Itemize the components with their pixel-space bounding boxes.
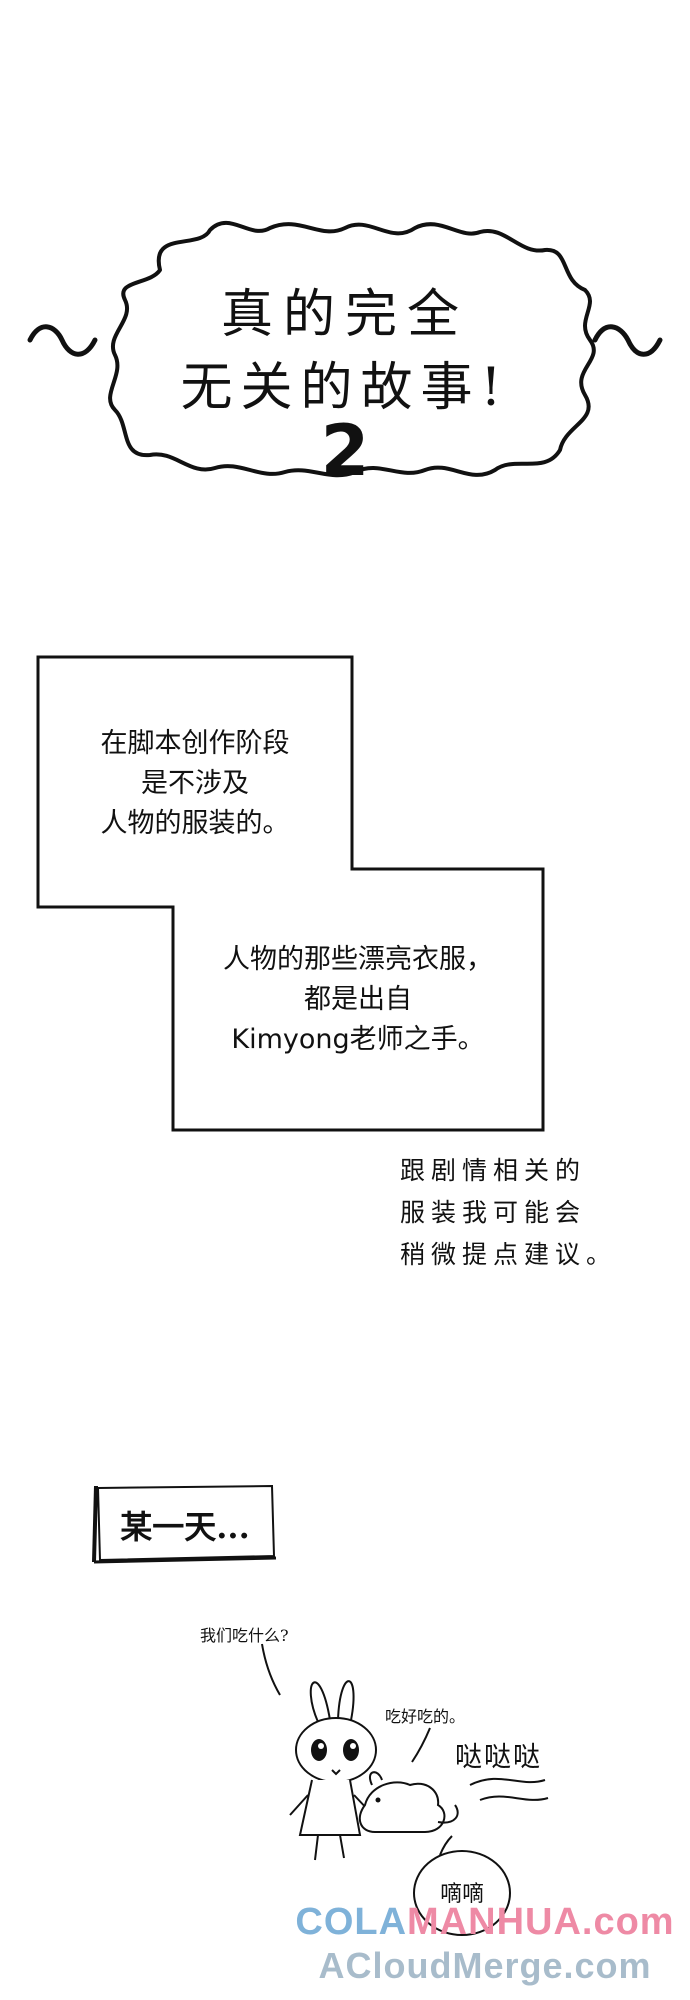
day-label: 某一天... [120, 1508, 250, 1546]
comic-doodle [261, 1643, 549, 1936]
caption-line: 是不涉及 [141, 768, 249, 799]
side-note-line: 跟剧情相关的 [400, 1156, 587, 1185]
caption-text-1: 在脚本创作阶段 是不涉及 人物的服装的。 [38, 724, 352, 844]
caption-line: 都是出自 [304, 984, 412, 1015]
watermark-line-1: COLAMANHUA.com [285, 1900, 685, 1944]
speech-rabbit: 我们吃什么? [200, 1626, 289, 1645]
speech-mouse: 吃好吃的。 [385, 1707, 466, 1726]
caption-line: 在脚本创作阶段 [100, 728, 290, 759]
watermark-line-2: ACloudMerge.com [318, 1945, 652, 1986]
sfx-bubble-text: 嘀嘀 [439, 1882, 484, 1907]
title-number: 2 [320, 410, 370, 492]
title-line-1: 真的完全 [220, 285, 469, 345]
caption-line: Kimyong老师之手。 [231, 1024, 485, 1055]
watermark-dotcom: .com [581, 1901, 675, 1943]
day-label-frame [92, 1484, 277, 1564]
side-note-line: 稍微提点建议。 [400, 1240, 618, 1269]
caption-line: 人物的服装的。 [100, 808, 290, 839]
side-note-line: 服装我可能会 [400, 1198, 587, 1227]
caption-line: 人物的那些漂亮衣服， [223, 944, 493, 975]
caption-text-2: 人物的那些漂亮衣服， 都是出自 Kimyong老师之手。 [173, 940, 543, 1060]
sfx-steps: 哒哒哒 [455, 1742, 542, 1773]
side-note: 跟剧情相关的 服装我可能会 稍微提点建议。 [400, 1150, 670, 1276]
title-line-2: 无关的故事! [180, 358, 510, 418]
watermark: COLAMANHUA.com ACloudMerge.com [285, 1900, 685, 1988]
watermark-cola: COLA [295, 1901, 408, 1943]
title-burst-outline [27, 221, 663, 478]
watermark-manhua: MANHUA [407, 1901, 582, 1943]
caption-box-outline [36, 655, 545, 1132]
title-burst: 真的完全 无关的故事! 2 [0, 210, 690, 492]
